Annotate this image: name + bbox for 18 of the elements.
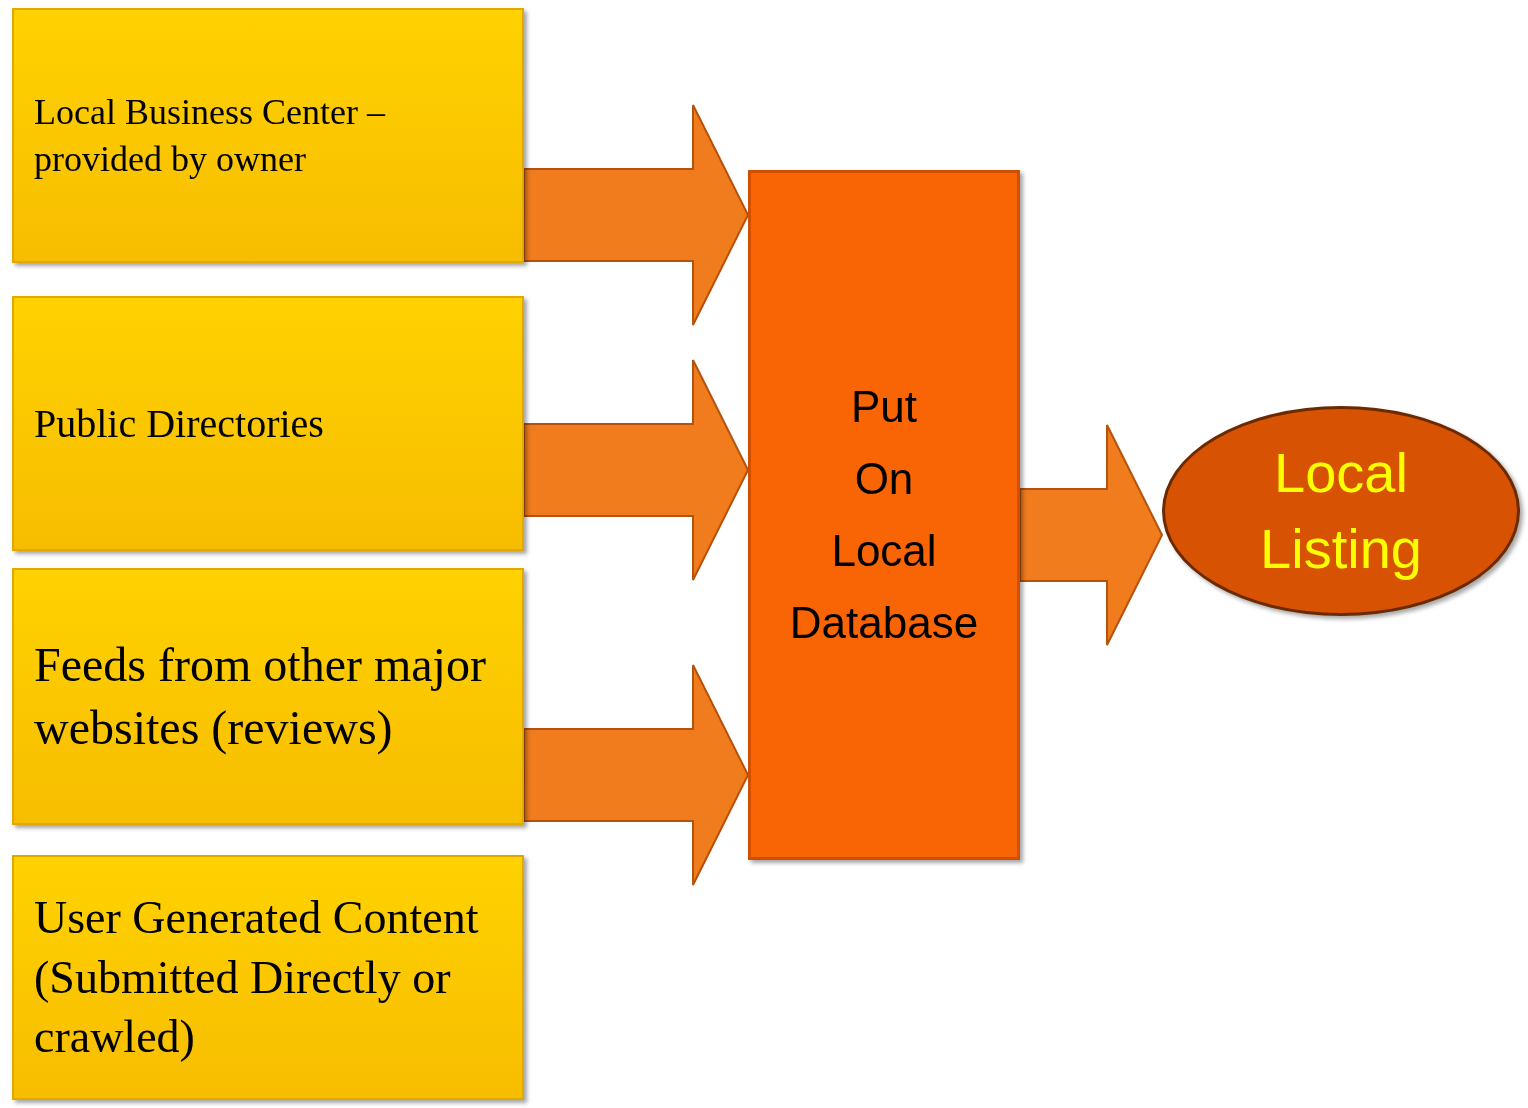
- box-text: Local Business Center – provided by owner: [34, 90, 387, 181]
- block-arrow: [523, 664, 750, 886]
- box-text: Local: [831, 529, 937, 573]
- block-arrow: [523, 104, 750, 326]
- box-text: On: [854, 457, 914, 501]
- block-arrow: [1019, 424, 1164, 646]
- box-text: User Generated Content (Submitted Directly or crawled): [34, 890, 480, 1065]
- box-text: Public Directories: [34, 399, 325, 448]
- box-text: Feeds from other major websites (reviews): [34, 637, 487, 757]
- box-text: Put: [850, 385, 917, 429]
- box-text: Database: [789, 601, 979, 645]
- database-box: [748, 170, 1020, 860]
- ellipse-text: Local Listing: [1259, 440, 1423, 582]
- source-box: [12, 8, 524, 263]
- source-box: [12, 296, 524, 551]
- source-box: [12, 568, 524, 825]
- source-box: [12, 855, 524, 1100]
- block-arrow: [523, 359, 750, 581]
